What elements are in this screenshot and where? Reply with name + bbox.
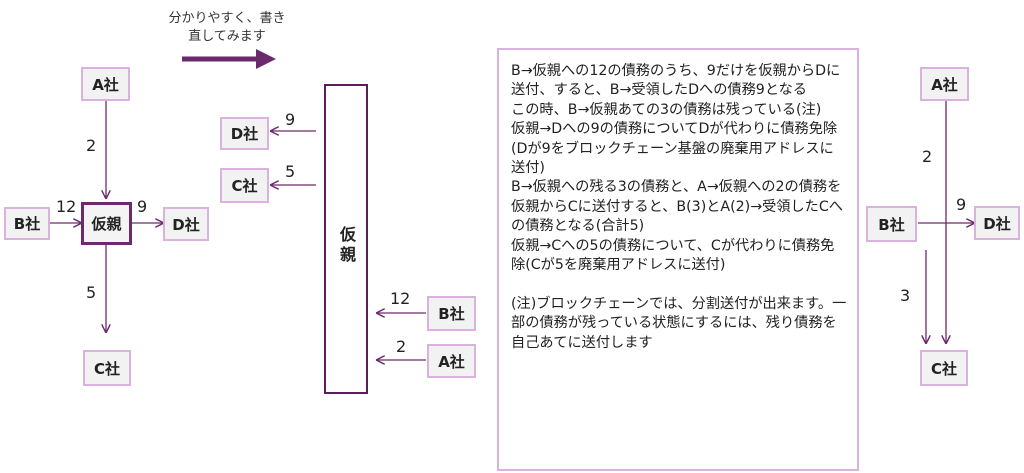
left-num-b: 12 xyxy=(56,197,77,216)
right-company-c: C社 xyxy=(920,350,968,386)
rewrite-note-line2: 直してみます xyxy=(188,29,266,44)
explanation-spacer xyxy=(511,275,847,294)
right-company-a: A社 xyxy=(920,67,969,101)
explanation-line: B→仮親への残る3の債務と、A→仮親への2の債務を仮親からCに送付すると、B(3… xyxy=(511,179,843,235)
rewrite-note-line1: 分かりやすく、書き xyxy=(168,11,286,26)
right-num-2: 2 xyxy=(922,147,933,166)
mid-company-a: A社 xyxy=(427,344,476,378)
left-num-c: 5 xyxy=(86,283,97,302)
mid-parent-bar: 仮親 xyxy=(324,84,368,394)
mid-num-a: 2 xyxy=(396,337,407,356)
left-company-a: A社 xyxy=(81,67,130,101)
left-company-c: C社 xyxy=(83,350,131,386)
right-company-b: B社 xyxy=(866,206,917,242)
left-company-b: B社 xyxy=(4,207,50,240)
explanation-line: この時、B→仮親あての3の債務は残っている(注) xyxy=(511,101,822,118)
mid-parent-label: 仮親 xyxy=(337,226,356,266)
left-num-d: 9 xyxy=(137,197,148,216)
right-company-d: D社 xyxy=(974,206,1020,240)
left-num-a: 2 xyxy=(86,136,97,155)
mid-company-b: B社 xyxy=(427,296,476,331)
explanation-box: B→仮親への12の債務のうち、9だけを仮親からDに送付、すると、B→受領したDへ… xyxy=(497,48,859,471)
mid-num-c: 5 xyxy=(285,162,296,181)
left-parent-box: 仮親 xyxy=(81,202,132,245)
right-num-3: 3 xyxy=(900,286,911,305)
right-num-9: 9 xyxy=(956,195,967,214)
mid-company-d: D社 xyxy=(220,117,269,150)
left-company-d: D社 xyxy=(163,207,209,241)
mid-num-d: 9 xyxy=(285,110,296,129)
rewrite-note: 分かりやすく、書き 直してみます xyxy=(160,10,294,46)
explanation-footnote: (注)ブロックチェーンでは、分割送付が出来ます。一部の債務が残っている状態にする… xyxy=(511,295,847,351)
explanation-line: B→仮親への12の債務のうち、9だけを仮親からDに送付、すると、B→受領したDへ… xyxy=(511,63,841,99)
explanation-line: 仮親→Cへの5の債務について、Cが代わりに債務免除(Cが5を廃棄用アドレスに送付… xyxy=(511,237,835,274)
mid-num-b: 12 xyxy=(390,289,411,308)
explanation-line: 仮親→Dへの9の債務についてDが代わりに債務免除(Dが9をブロックチェーン基盤の… xyxy=(511,121,838,177)
mid-company-c: C社 xyxy=(220,168,269,203)
